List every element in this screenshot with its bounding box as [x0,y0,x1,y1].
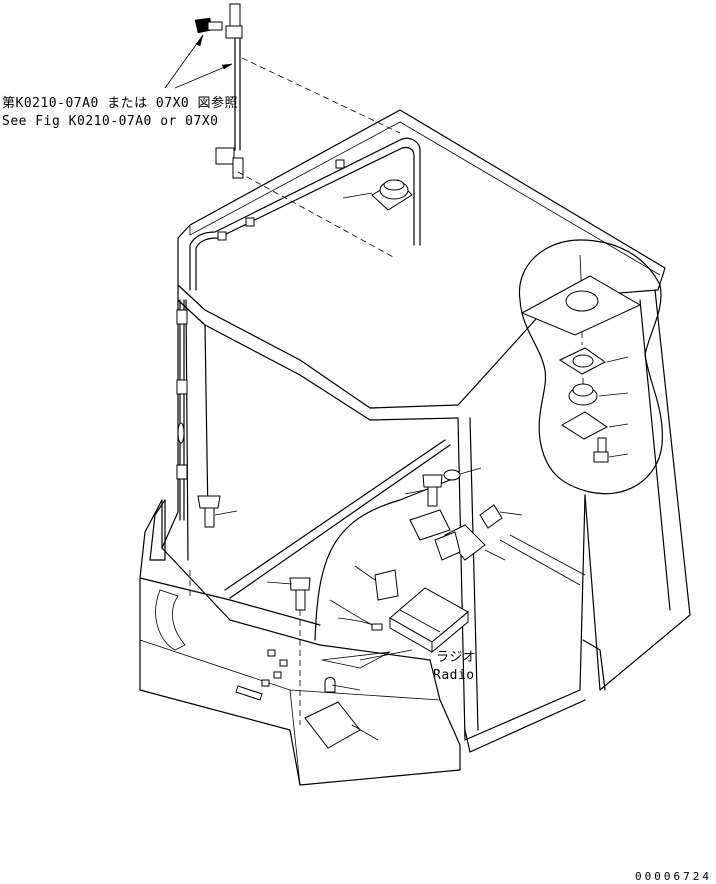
fasteners [197,467,523,749]
roof-speaker [342,179,413,211]
reference-note-en: See Fig K0210-07A0 or 07X0 [2,114,219,129]
radio-label: ラジオ Radio [433,650,476,683]
radio-unit [321,587,469,669]
drawing-number: 00006724 [635,870,712,883]
cab-body [139,109,691,786]
antenna-wiring [176,3,421,521]
speaker-detail-bubble [518,239,663,495]
reference-note-jp: 第K0210-07A0 または 07X0 図参照 [2,95,238,111]
reference-note: 第K0210-07A0 または 07X0 図参照 See Fig K0210-0… [2,34,238,129]
radio-label-jp: ラジオ [436,650,476,665]
radio-label-en: Radio [433,668,475,683]
